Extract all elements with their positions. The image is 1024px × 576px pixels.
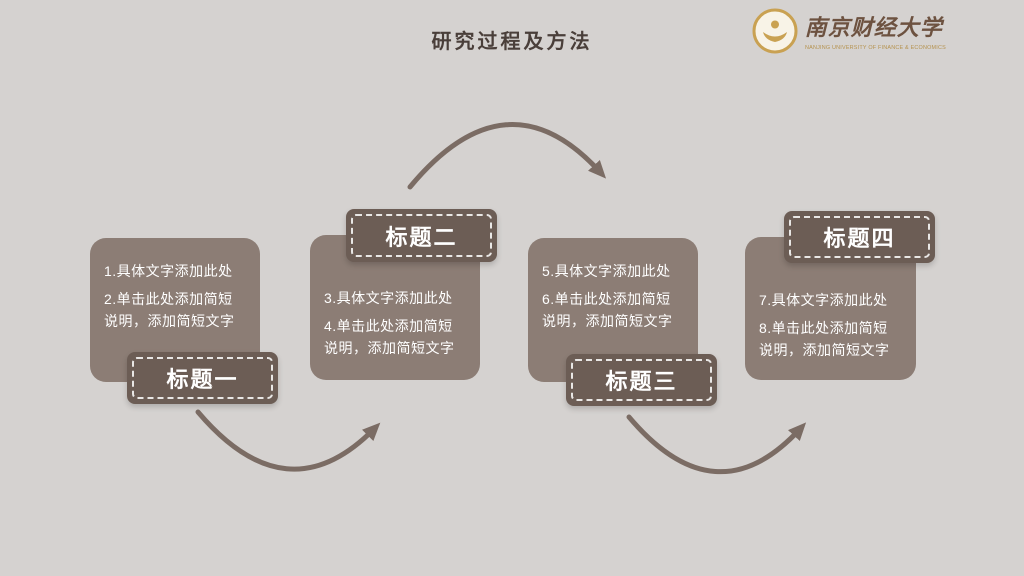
step-badge-3[interactable]: 标题三 — [566, 354, 717, 406]
step-card-1-text: 1.具体文字添加此处 2.单击此处添加简短 说明，添加简短文字 — [90, 238, 260, 332]
step-badge-3-label: 标题三 — [605, 369, 678, 394]
card-text-line: 说明，添加简短文字 — [324, 340, 455, 356]
card-text-line: 5.具体文字添加此处 — [542, 263, 671, 279]
logo-cn-name: 南京财经大学 — [804, 14, 943, 41]
university-logo: 南京财经大学 NANJING UNIVERSITY OF FINANCE & E… — [752, 8, 1012, 54]
card-text-line: 6.单击此处添加简短 — [542, 291, 671, 307]
logo-en-name: NANJING UNIVERSITY OF FINANCE & ECONOMIC… — [804, 43, 946, 50]
card-text-line: 说明，添加简短文字 — [542, 313, 673, 329]
card-text-line: 1.具体文字添加此处 — [104, 263, 233, 279]
card-text-line: 说明，添加简短文字 — [104, 313, 235, 329]
card-text-line: 7.具体文字添加此处 — [759, 292, 888, 308]
arrow-step2-to-step3 — [407, 122, 607, 190]
step-badge-1[interactable]: 标题一 — [127, 352, 278, 404]
card-text-line: 3.具体文字添加此处 — [324, 290, 453, 306]
step-card-3-text: 5.具体文字添加此处 6.单击此处添加简短 说明，添加简短文字 — [528, 238, 698, 332]
arrow-step3-to-step4 — [626, 414, 807, 474]
logo-text: 南京财经大学 NANJING UNIVERSITY OF FINANCE & E… — [805, 10, 1012, 53]
step-card-4-text: 7.具体文字添加此处 8.单击此处添加简短 说明，添加简短文字 — [745, 237, 916, 361]
page-title: 研究过程及方法 — [431, 31, 593, 53]
card-text-line: 4.单击此处添加简短 — [324, 318, 453, 334]
card-text-line: 8.单击此处添加简短 — [759, 320, 888, 336]
step-badge-2-label: 标题二 — [385, 224, 458, 250]
card-text-line: 说明，添加简短文字 — [759, 342, 890, 358]
step-card-2-text: 3.具体文字添加此处 4.单击此处添加简短 说明，添加简短文字 — [310, 235, 480, 359]
step-badge-4-label: 标题四 — [823, 226, 896, 251]
step-badge-4[interactable]: 标题四 — [784, 211, 935, 263]
step-badge-2[interactable]: 标题二 — [346, 209, 497, 262]
card-text-line: 2.单击此处添加简短 — [104, 291, 233, 307]
step-badge-1-label: 标题一 — [166, 367, 239, 392]
arrow-step1-to-step2 — [195, 409, 381, 472]
university-emblem-icon — [752, 8, 798, 54]
